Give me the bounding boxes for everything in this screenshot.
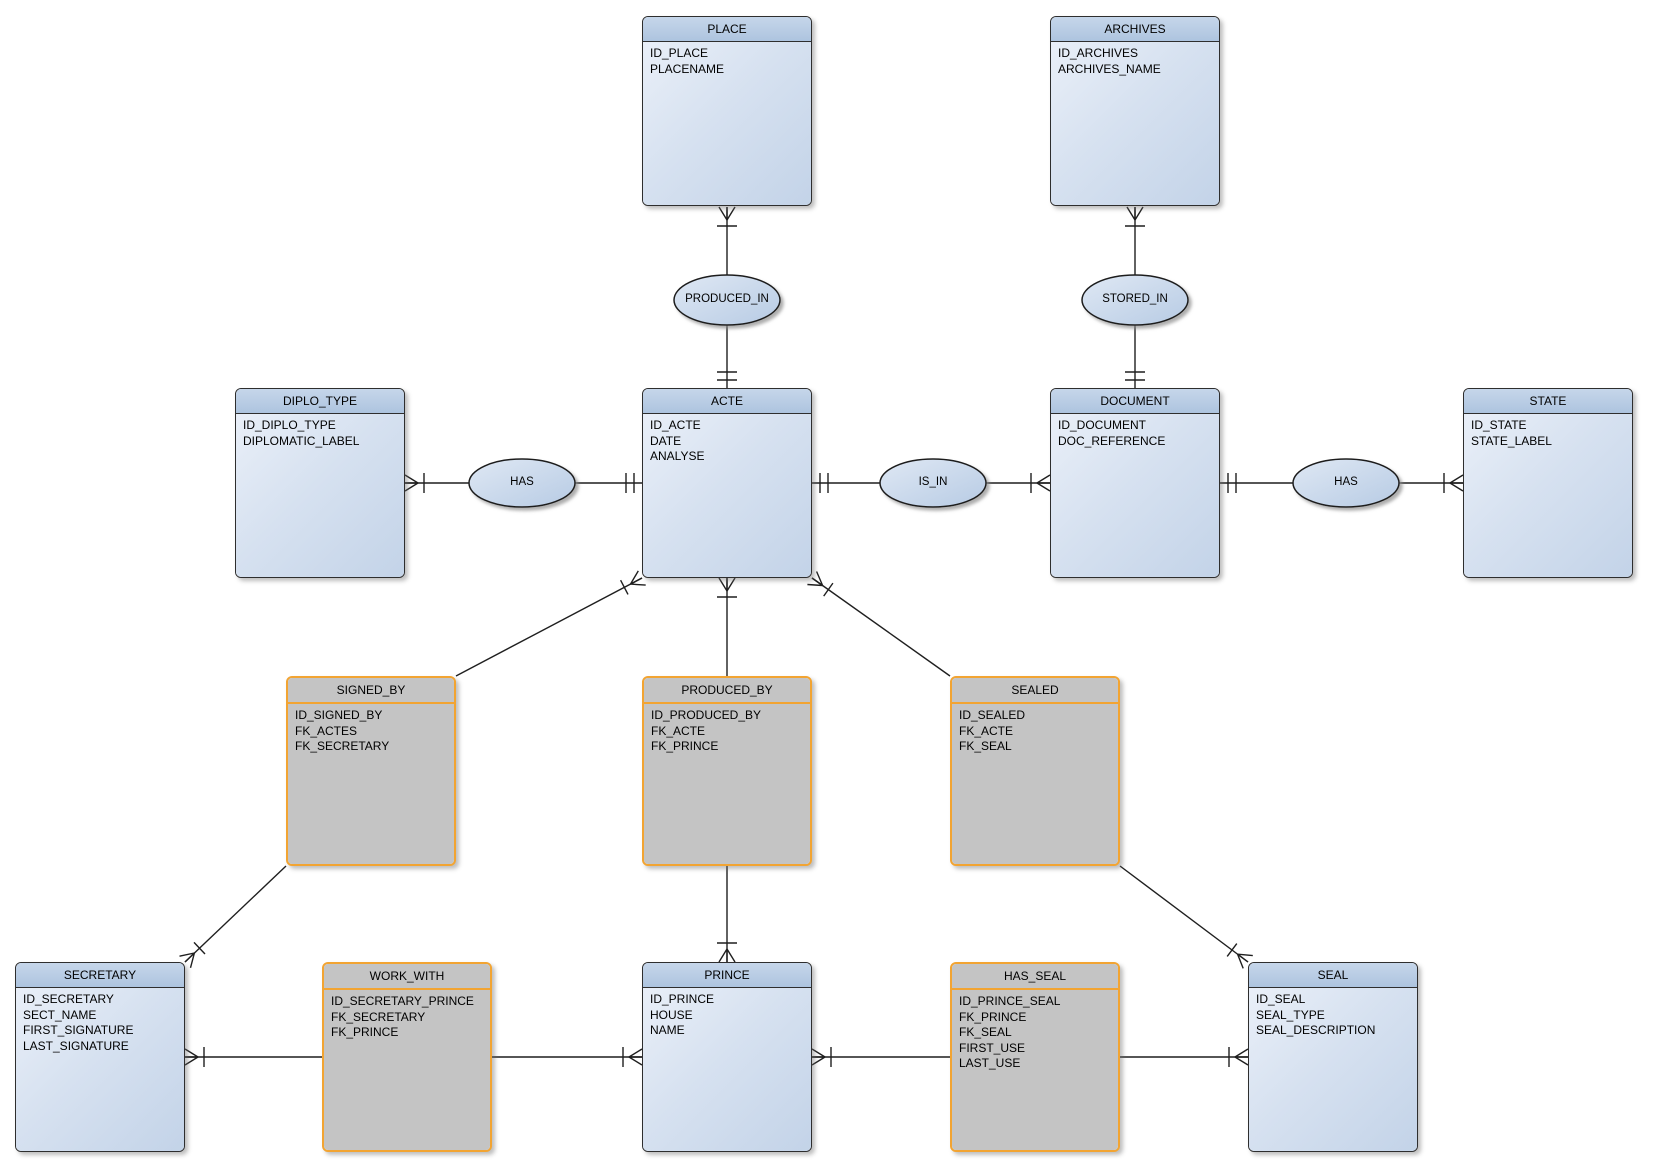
entity-place[interactable]: PLACE ID_PLACE PLACENAME	[642, 16, 812, 206]
connector-place-produced_in-acte	[717, 206, 737, 388]
entity-title: DIPLO_TYPE	[236, 389, 404, 414]
connector-diplo_type-has-acte	[404, 473, 642, 493]
junction-produced-by[interactable]: PRODUCED_BY ID_PRODUCED_BY FK_ACTE FK_PR…	[642, 676, 812, 866]
junction-sealed[interactable]: SEALED ID_SEALED FK_ACTE FK_SEAL	[950, 676, 1120, 866]
entity-attributes: ID_DOCUMENT DOC_REFERENCE	[1051, 414, 1219, 577]
entity-attributes: ID_ACTE DATE ANALYSE	[643, 414, 811, 577]
entity-title: ARCHIVES	[1051, 17, 1219, 42]
entity-attributes: ID_SEALED FK_ACTE FK_SEAL	[952, 704, 1118, 864]
entity-title: SECRETARY	[16, 963, 184, 988]
entity-title: PLACE	[643, 17, 811, 42]
entity-title: HAS_SEAL	[952, 964, 1118, 990]
entity-attributes: ID_DIPLO_TYPE DIPLOMATIC_LABEL	[236, 414, 404, 577]
entity-diplo-type[interactable]: DIPLO_TYPE ID_DIPLO_TYPE DIPLOMATIC_LABE…	[235, 388, 405, 578]
entity-attributes: ID_PRODUCED_BY FK_ACTE FK_PRINCE	[644, 704, 810, 864]
entity-attributes: ID_SIGNED_BY FK_ACTES FK_SECRETARY	[288, 704, 454, 864]
entity-title: WORK_WITH	[324, 964, 490, 990]
entity-title: SEALED	[952, 678, 1118, 704]
junction-has-seal[interactable]: HAS_SEAL ID_PRINCE_SEAL FK_PRINCE FK_SEA…	[950, 962, 1120, 1152]
connector-prince-has_seal	[811, 1047, 950, 1067]
connector-acte-produced_by	[717, 577, 737, 676]
connector-signed_by-secretary	[179, 865, 287, 968]
entity-title: STATE	[1464, 389, 1632, 414]
entity-prince[interactable]: PRINCE ID_PRINCE HOUSE NAME	[642, 962, 812, 1152]
connector-secretary-work_with	[184, 1047, 322, 1067]
entity-acte[interactable]: ACTE ID_ACTE DATE ANALYSE	[642, 388, 812, 578]
entity-title: ACTE	[643, 389, 811, 414]
connector-acte-is_in-document	[812, 473, 1051, 493]
entity-seal[interactable]: SEAL ID_SEAL SEAL_TYPE SEAL_DESCRIPTION	[1248, 962, 1418, 1152]
connector-work_with-prince	[492, 1047, 643, 1067]
relationship-ellipse-is-in[interactable]	[879, 458, 987, 508]
entity-title: SIGNED_BY	[288, 678, 454, 704]
connector-has_seal-seal	[1120, 1047, 1249, 1067]
entity-attributes: ID_PRINCE HOUSE NAME	[643, 988, 811, 1151]
relationship-ellipse-stored-in[interactable]	[1081, 274, 1189, 326]
entity-attributes: ID_SECRETARY SECT_NAME FIRST_SIGNATURE L…	[16, 988, 184, 1151]
entity-title: PRINCE	[643, 963, 811, 988]
connector-produced_by-prince	[717, 866, 737, 963]
entity-archives[interactable]: ARCHIVES ID_ARCHIVES ARCHIVES_NAME	[1050, 16, 1220, 206]
junction-work-with[interactable]: WORK_WITH ID_SECRETARY_PRINCE FK_SECRETA…	[322, 962, 492, 1152]
entity-attributes: ID_PRINCE_SEAL FK_PRINCE FK_SEAL FIRST_U…	[952, 990, 1118, 1150]
entity-attributes: ID_SECRETARY_PRINCE FK_SECRETARY FK_PRIN…	[324, 990, 490, 1150]
entity-title: DOCUMENT	[1051, 389, 1219, 414]
connector-document-has-state	[1220, 473, 1464, 493]
entity-document[interactable]: DOCUMENT ID_DOCUMENT DOC_REFERENCE	[1050, 388, 1220, 578]
relationship-ellipse-has-left[interactable]	[468, 458, 576, 508]
entity-attributes: ID_PLACE PLACENAME	[643, 42, 811, 205]
entity-title: PRODUCED_BY	[644, 678, 810, 704]
connector-sealed-seal	[1119, 865, 1253, 969]
relationship-ellipse-has-right[interactable]	[1292, 458, 1400, 508]
connector-acte-signed_by	[455, 570, 646, 677]
connector-archives-stored_in-document	[1125, 206, 1145, 388]
entity-attributes: ID_ARCHIVES ARCHIVES_NAME	[1051, 42, 1219, 205]
junction-signed-by[interactable]: SIGNED_BY ID_SIGNED_BY FK_ACTES FK_SECRE…	[286, 676, 456, 866]
entity-title: SEAL	[1249, 963, 1417, 988]
entity-attributes: ID_SEAL SEAL_TYPE SEAL_DESCRIPTION	[1249, 988, 1417, 1151]
entity-state[interactable]: STATE ID_STATE STATE_LABEL	[1463, 388, 1633, 578]
connector-acte-sealed	[807, 571, 951, 677]
relationship-ellipse-produced-in[interactable]	[673, 274, 781, 326]
entity-attributes: ID_STATE STATE_LABEL	[1464, 414, 1632, 577]
entity-secretary[interactable]: SECRETARY ID_SECRETARY SECT_NAME FIRST_S…	[15, 962, 185, 1152]
